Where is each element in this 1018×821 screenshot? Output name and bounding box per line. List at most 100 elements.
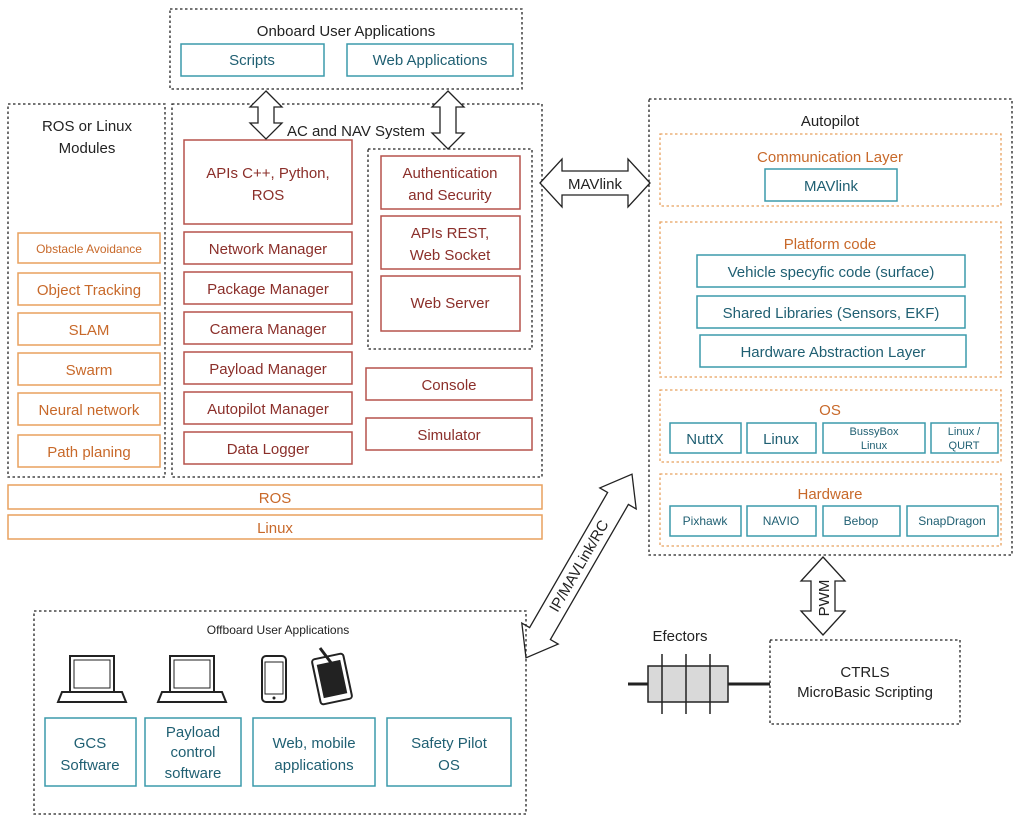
hw-box [822, 505, 901, 537]
scripts-acnav-double-arrow [248, 90, 284, 140]
payload-manager: Payload Manager [209, 361, 327, 378]
hw-pixhawk: Pixhawk [683, 514, 729, 528]
ip-mavlink-rc-label: IP/MAVLink/RC [546, 517, 612, 615]
module-box [17, 232, 161, 264]
module-path-planing: Path planing [47, 444, 130, 461]
manager-box [183, 391, 353, 425]
autopilot-group [648, 98, 1013, 556]
camera-manager: Camera Manager [210, 321, 327, 338]
apis-rest-box [380, 215, 521, 270]
scripts-label: Scripts [229, 52, 275, 69]
simulator-box [365, 417, 533, 451]
laptop-icon [156, 655, 228, 703]
ctrls-box [769, 639, 961, 725]
communication-layer-title: Communication Layer [757, 149, 903, 166]
gcs-software-box [44, 717, 137, 787]
web-mobile-line1: Web, mobile [272, 735, 355, 752]
onboard-user-applications-group [169, 8, 523, 90]
smartphone-icon [261, 655, 287, 703]
onboard-title: Onboard User Applications [257, 23, 435, 40]
mavlink-double-arrow [539, 157, 651, 209]
pwm-double-arrow [799, 556, 847, 636]
console-label: Console [421, 377, 476, 394]
web-mobile-line2: applications [274, 757, 353, 774]
os-qurt-line1: Linux / [948, 426, 981, 438]
module-box [17, 434, 161, 468]
platform-box [699, 334, 967, 368]
ros-layer-label: ROS [259, 490, 292, 507]
ros-modules-title-line2: Modules [59, 140, 116, 157]
linux-layer [7, 514, 543, 540]
apis-cpp-python-ros-box [183, 139, 353, 225]
safety-line2: OS [438, 757, 460, 774]
safety-line1: Safety Pilot [411, 735, 488, 752]
manager-box [183, 231, 353, 265]
os-box [669, 422, 742, 454]
os-box [822, 422, 926, 454]
safety-pilot-box [386, 717, 512, 787]
platform-box [696, 295, 966, 329]
module-box [17, 352, 161, 386]
auth-line2: and Security [408, 187, 492, 204]
scripts-box [180, 43, 325, 77]
hw-navio: NAVIO [763, 514, 799, 528]
web-applications-label: Web Applications [373, 52, 488, 69]
web-services-group [367, 148, 533, 350]
apis-line1: APIs C++, Python, [206, 165, 329, 182]
os-qurt-line2: QURT [949, 440, 980, 452]
os-nuttx: NuttX [686, 431, 724, 448]
platform-box [696, 254, 966, 288]
comm-mavlink-box [764, 168, 898, 202]
web-server-box [380, 275, 521, 332]
os-group [659, 389, 1002, 463]
pwm-label: PWM [816, 580, 833, 617]
offboard-title: Offboard User Applications [207, 623, 350, 637]
os-bussybox-line2: Linux [861, 440, 888, 452]
platform-code-title: Platform code [784, 236, 877, 253]
module-box [17, 392, 161, 426]
effectors-label: Efectors [652, 628, 707, 645]
ctrls-line1: CTRLS [840, 664, 889, 681]
network-manager: Network Manager [209, 241, 327, 258]
payload-line2: control [170, 744, 215, 761]
authentication-security-box [380, 155, 521, 210]
ctrls-line2: MicroBasic Scripting [797, 684, 933, 701]
auth-line1: Authentication [402, 165, 497, 182]
ac-nav-system-group [171, 103, 543, 478]
webapps-acnav-double-arrow [430, 90, 466, 150]
web-mobile-box [252, 717, 376, 787]
laptop-icon [56, 655, 128, 703]
payload-line3: software [165, 765, 222, 782]
os-title: OS [819, 402, 841, 419]
manager-box [183, 311, 353, 345]
tablet-icon [311, 647, 353, 706]
os-box [746, 422, 817, 454]
gcs-line1: GCS [74, 735, 107, 752]
hw-box [669, 505, 742, 537]
offboard-user-applications-group [33, 610, 527, 815]
os-bussybox-line1: BussyBox [850, 426, 899, 438]
module-slam: SLAM [69, 322, 110, 339]
autopilot-manager: Autopilot Manager [207, 401, 329, 418]
data-logger: Data Logger [227, 441, 310, 458]
module-obstacle-avoidance: Obstacle Avoidance [36, 242, 142, 256]
effector-actuator-icon [628, 654, 770, 714]
hw-box [746, 505, 817, 537]
module-box [17, 312, 161, 346]
rest-line2: Web Socket [410, 247, 491, 264]
simulator-label: Simulator [417, 427, 480, 444]
module-box [17, 272, 161, 306]
hardware-title: Hardware [797, 486, 862, 503]
ros-modules-title-line1: ROS or Linux [42, 118, 133, 135]
ros-layer [7, 484, 543, 510]
hw-snapdragon: SnapDragon [918, 514, 985, 528]
apis-line2: ROS [252, 187, 285, 204]
mavlink-arrow-label: MAVlink [568, 176, 622, 193]
hardware-group [659, 473, 1002, 547]
web-applications-box [346, 43, 514, 77]
package-manager: Package Manager [207, 281, 329, 298]
os-linux: Linux [763, 431, 799, 448]
linux-layer-label: Linux [257, 520, 293, 537]
ac-nav-title: AC and NAV System [287, 123, 425, 140]
